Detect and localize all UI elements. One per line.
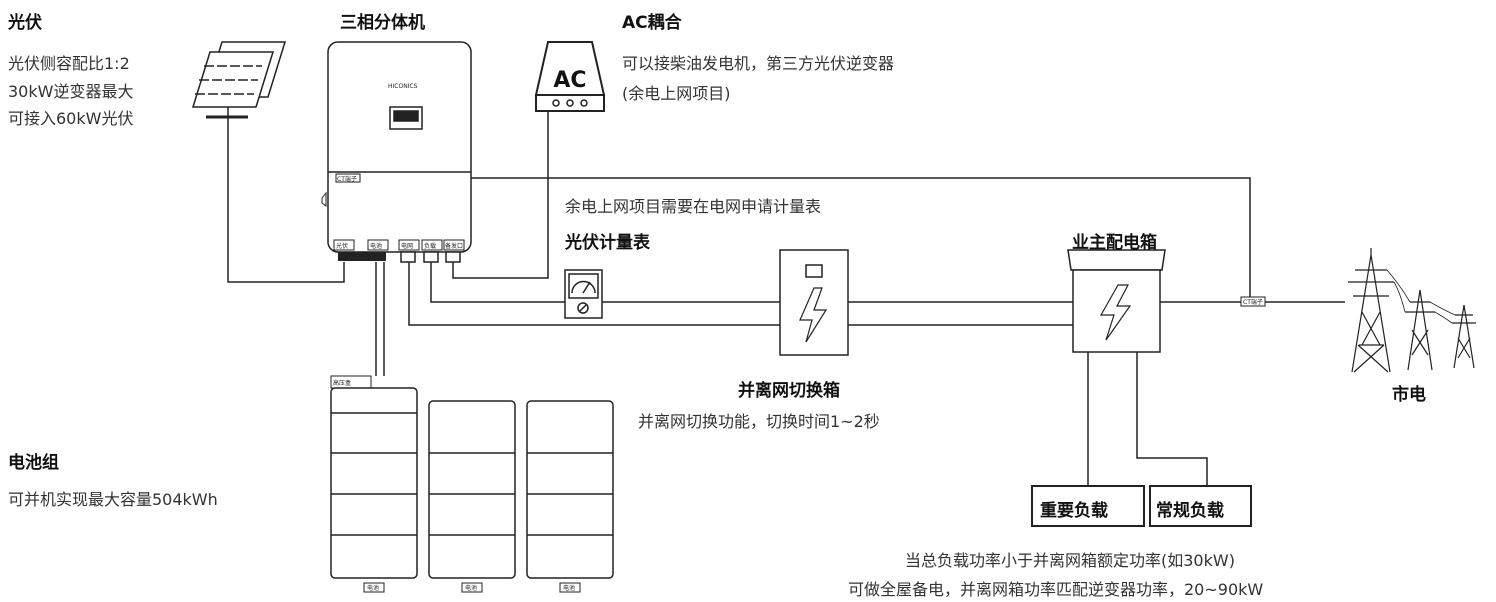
to-regular-load-line (1136, 352, 1208, 486)
meter-note: 余电上网项目需要在电网申请计量表 (565, 197, 822, 216)
ct-signal-line (360, 177, 1251, 300)
inverter-port-battery: 电池 (370, 242, 382, 250)
battery-title: 电池组 (8, 453, 59, 473)
inverter-port-grid: 电网 (401, 242, 413, 250)
ac-title: AC耦合 (622, 13, 682, 33)
grid-cable (430, 268, 565, 303)
grid-ct-sensor (1240, 296, 1266, 307)
grid-ct-label: CT端子 (1243, 298, 1263, 306)
pv-title: 光伏 (8, 13, 42, 33)
inverter-port-backup: 备发口 (445, 242, 463, 250)
battery-stack-3-icon (526, 400, 614, 593)
regular-load-label: 常规负载 (1156, 501, 1224, 521)
meter-title: 光伏计量表 (565, 233, 650, 253)
inverter-icon (321, 41, 472, 268)
grid-title: 市电 (1392, 385, 1426, 405)
pv-desc-line1: 光伏侧容配比1:2 (8, 54, 130, 73)
battery-label-1: 电池 (367, 584, 379, 592)
loads-note-line1: 当总负载功率小于并离网箱额定功率(如30kW) (905, 551, 1235, 570)
ownerbox-title: 业主配电箱 (1072, 233, 1157, 253)
loads-note-line2: 可做全屋备电，并离网箱功率匹配逆变器功率，20~90kW (848, 580, 1264, 599)
inverter-port-pv: 光伏 (336, 242, 348, 250)
load-cable (408, 268, 780, 326)
distribution-box-icon (1067, 249, 1166, 353)
inverter-brand: HICONICS (388, 83, 418, 90)
ac-generator-icon (534, 41, 606, 112)
energy-meter-icon (564, 269, 603, 319)
important-load-label: 重要负载 (1040, 501, 1108, 521)
inverter-port-load: 负载 (424, 242, 436, 250)
transmission-towers-icon (1348, 248, 1476, 373)
pv-cable (227, 117, 345, 283)
battery-label-2: 电池 (465, 584, 477, 592)
battery-label-3: 电池 (563, 584, 575, 592)
inverter-ct-label: CT端子 (337, 175, 357, 183)
battery-stack-2-icon (428, 400, 516, 593)
switchbox-title: 并离网切换箱 (738, 381, 840, 401)
switch-box-icon (779, 249, 849, 356)
switchbox-desc: 并离网切换功能，切换时间1~2秒 (638, 412, 880, 431)
pv-desc-line2: 30kW逆变器最大 (8, 82, 134, 101)
battery-desc: 可并机实现最大容量504kWh (8, 490, 218, 509)
battery-hv-label: 高压盒 (333, 379, 351, 387)
regular-load-box (1149, 485, 1252, 527)
pv-desc-line3: 可接入60kW光伏 (8, 109, 134, 128)
important-load-box (1031, 485, 1145, 527)
ac-cable (452, 112, 549, 279)
ac-desc-line2: (余电上网项目) (622, 84, 731, 103)
ac-box-label: AC (553, 68, 586, 93)
battery-stack-1-icon (330, 375, 418, 593)
inverter-title: 三相分体机 (340, 13, 425, 33)
ac-desc-line1: 可以接柴油发电机，第三方光伏逆变器 (622, 54, 895, 73)
solar-panel-icon (191, 41, 287, 119)
